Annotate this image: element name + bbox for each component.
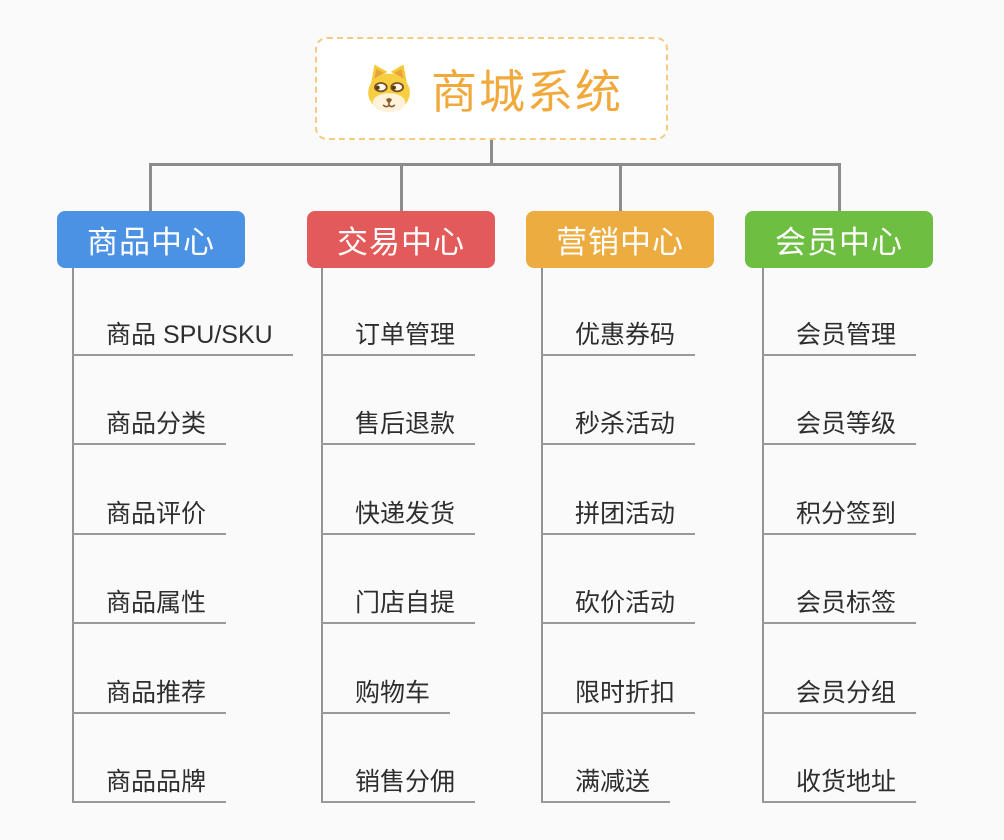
- leaf-node[interactable]: 商品推荐: [72, 676, 227, 714]
- dog-face-icon: [360, 60, 418, 118]
- connector-main-bar: [149, 163, 841, 166]
- branch-node-product-center[interactable]: 商品中心: [57, 211, 245, 268]
- connector-trunk-member: [762, 268, 764, 803]
- branch-node-trade-center[interactable]: 交易中心: [307, 211, 495, 268]
- leaf-node[interactable]: 拼团活动: [541, 497, 696, 535]
- connector-trunk-product: [72, 268, 74, 803]
- leaf-node[interactable]: 门店自提: [321, 586, 476, 624]
- connector-drop-trade: [400, 164, 403, 211]
- leaf-node[interactable]: 优惠券码: [541, 318, 696, 356]
- connector-drop-product: [149, 164, 152, 211]
- root-node-mall-system[interactable]: 商城系统: [315, 37, 668, 140]
- leaf-node[interactable]: 购物车: [321, 676, 451, 714]
- leaf-node[interactable]: 会员标签: [762, 586, 917, 624]
- leaf-node[interactable]: 砍价活动: [541, 586, 696, 624]
- leaf-node[interactable]: 会员管理: [762, 318, 917, 356]
- leaf-node[interactable]: 售后退款: [321, 407, 476, 445]
- leaf-node[interactable]: 商品 SPU/SKU: [72, 318, 293, 356]
- leaf-node[interactable]: 会员分组: [762, 676, 917, 714]
- leaf-node[interactable]: 收货地址: [762, 765, 917, 803]
- leaf-node[interactable]: 秒杀活动: [541, 407, 696, 445]
- connector-drop-member: [838, 164, 841, 211]
- branch-node-member-center[interactable]: 会员中心: [745, 211, 933, 268]
- leaf-node[interactable]: 订单管理: [321, 318, 476, 356]
- leaf-node[interactable]: 限时折扣: [541, 676, 696, 714]
- leaf-node[interactable]: 满减送: [541, 765, 671, 803]
- leaf-node[interactable]: 商品分类: [72, 407, 227, 445]
- leaf-node[interactable]: 积分签到: [762, 497, 917, 535]
- leaf-node[interactable]: 快递发货: [321, 497, 476, 535]
- connector-trunk-marketing: [541, 268, 543, 803]
- leaf-node[interactable]: 商品品牌: [72, 765, 227, 803]
- leaf-node[interactable]: 会员等级: [762, 407, 917, 445]
- root-node-title: 商城系统: [431, 65, 623, 118]
- leaf-node[interactable]: 商品属性: [72, 586, 227, 624]
- connector-drop-marketing: [619, 164, 622, 211]
- branch-node-marketing-center[interactable]: 营销中心: [526, 211, 714, 268]
- connector-trunk-trade: [321, 268, 323, 803]
- leaf-node[interactable]: 商品评价: [72, 497, 227, 535]
- connector-root-stub: [490, 138, 493, 164]
- leaf-node[interactable]: 销售分佣: [321, 765, 476, 803]
